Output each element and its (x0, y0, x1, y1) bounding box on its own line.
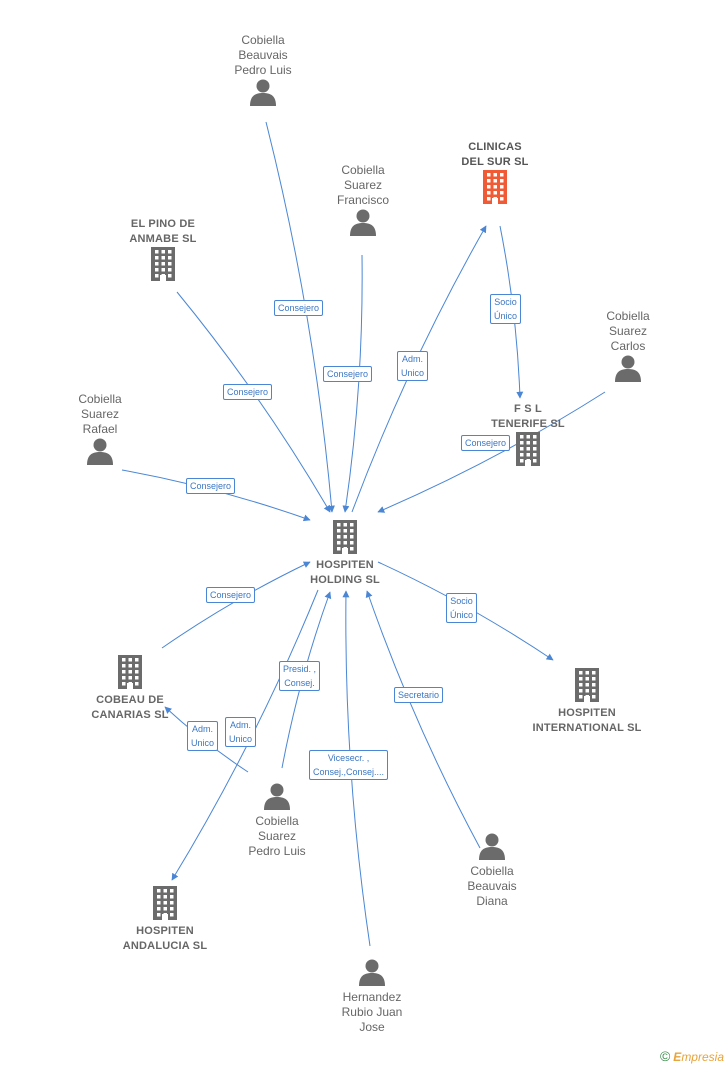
node-label: Cobiella Suarez Rafael (78, 392, 122, 436)
node-suarez-rafael[interactable]: Cobiella Suarez Rafael (60, 392, 140, 469)
node-suarez-francisco[interactable]: Cobiella Suarez Francisco (323, 163, 403, 240)
edge-label-socio-unico[interactable]: Socio Único (446, 593, 478, 623)
edge-label-adm-unico[interactable]: Adm. Unico (187, 721, 219, 751)
node-label: CLINICAS DEL SUR SL (461, 141, 529, 168)
node-cobeau[interactable]: COBEAU DE CANARIAS SL (82, 655, 178, 723)
edge-label-socio-unico[interactable]: Socio Único (490, 294, 522, 324)
edge-label-presid-consej[interactable]: Presid. , Consej. (279, 661, 321, 691)
edge-label-adm-unico[interactable]: Adm. Unico (225, 717, 257, 747)
edge-label-consejero[interactable]: Consejero (323, 366, 373, 382)
building-icon (148, 247, 178, 285)
person-icon (358, 958, 386, 990)
edge-label-consejero[interactable]: Consejero (186, 478, 236, 494)
edge-label-consejero[interactable]: Consejero (223, 384, 273, 400)
node-label: F S L TENERIFE SL (491, 403, 565, 430)
empresia-logo: ©Empresia (660, 1048, 724, 1064)
building-icon (572, 668, 602, 706)
edge-label-consejero[interactable]: Consejero (206, 587, 256, 603)
node-label: HOSPITEN HOLDING SL (310, 559, 380, 586)
person-icon (349, 208, 377, 240)
node-label: COBEAU DE CANARIAS SL (91, 694, 169, 721)
node-label: HOSPITEN ANDALUCIA SL (122, 925, 208, 952)
building-icon (150, 886, 180, 924)
person-icon (614, 354, 642, 386)
node-clinicas-del-sur[interactable]: CLINICAS DEL SUR SL (450, 140, 540, 208)
node-label: Hernandez Rubio Juan Jose (341, 990, 403, 1034)
node-label: EL PINO DE ANMABE SL (129, 218, 197, 245)
node-fsl-tenerife[interactable]: F S L TENERIFE SL (480, 402, 576, 470)
node-suarez-pedro[interactable]: Cobiella Suarez Pedro Luis (237, 782, 317, 859)
node-suarez-carlos[interactable]: Cobiella Suarez Carlos (588, 309, 668, 386)
edge-label-secretario[interactable]: Secretario (394, 687, 444, 703)
node-hospiten-andalucia[interactable]: HOSPITEN ANDALUCIA SL (115, 886, 215, 954)
node-hospiten-holding[interactable]: HOSPITEN HOLDING SL (300, 520, 390, 588)
building-icon (115, 655, 145, 693)
node-beauvais-diana[interactable]: Cobiella Beauvais Diana (452, 832, 532, 909)
edge-line (365, 590, 481, 849)
edge-label-consejero[interactable]: Consejero (274, 300, 324, 316)
node-label: Cobiella Suarez Carlos (606, 309, 650, 353)
building-icon (480, 170, 510, 208)
person-icon (263, 782, 291, 814)
edge-label-adm-unico[interactable]: Adm. Unico (397, 351, 429, 381)
node-beauvais-pedro[interactable]: Cobiella Beauvais Pedro Luis (223, 33, 303, 110)
node-label: HOSPITEN INTERNATIONAL SL (532, 707, 642, 734)
node-label: Cobiella Beauvais Pedro Luis (234, 33, 292, 77)
edge-line (161, 561, 311, 649)
edge-line (342, 254, 363, 513)
person-icon (478, 832, 506, 864)
node-hernandez[interactable]: Hernandez Rubio Juan Jose (330, 958, 414, 1035)
person-icon (249, 78, 277, 110)
node-label: Cobiella Beauvais Diana (467, 864, 517, 908)
node-label: Cobiella Suarez Francisco (336, 163, 389, 207)
edge-label-consejero[interactable]: Consejero (461, 435, 511, 451)
person-icon (86, 437, 114, 469)
node-el-pino[interactable]: EL PINO DE ANMABE SL (115, 217, 211, 285)
brand-name: mpresia (681, 1050, 724, 1064)
brand-initial: E (673, 1050, 682, 1064)
node-hospiten-international[interactable]: HOSPITEN INTERNATIONAL SL (525, 668, 649, 736)
building-icon (330, 520, 360, 558)
building-icon (513, 432, 543, 470)
edge-label-vicesecr[interactable]: Vicesecr. , Consej.,Consej.... (309, 750, 389, 780)
copyright-icon: © (659, 1048, 671, 1064)
edge-line (377, 391, 606, 513)
node-label: Cobiella Suarez Pedro Luis (248, 814, 306, 858)
